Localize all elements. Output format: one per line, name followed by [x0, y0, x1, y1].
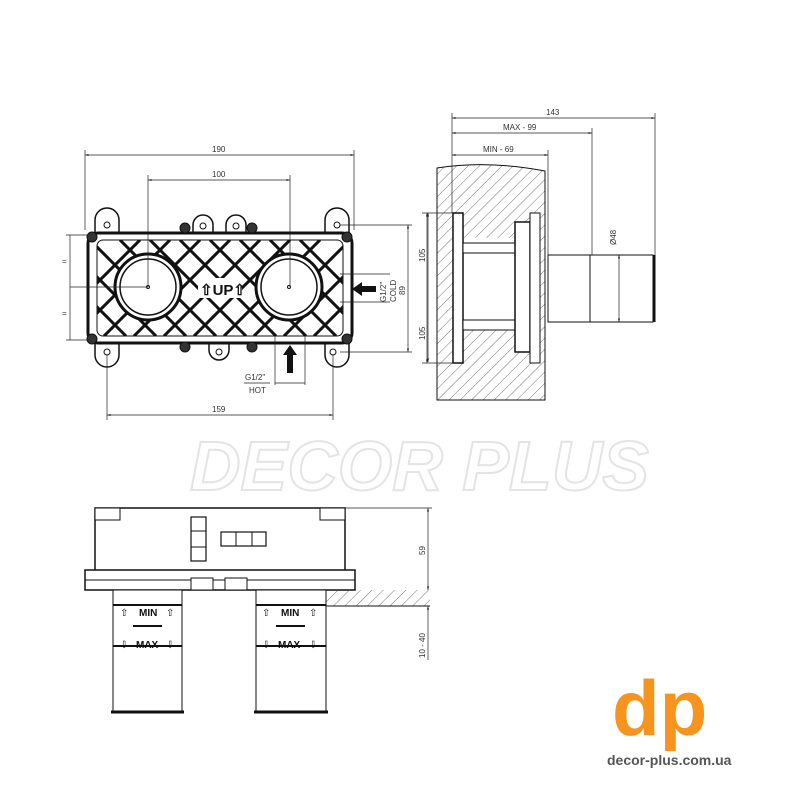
front-view [66, 150, 430, 420]
side-view [422, 113, 656, 401]
logo: dp [612, 664, 707, 752]
hot-thread-label: G1/2" [245, 373, 265, 382]
dim-height-59: 59 [418, 546, 427, 555]
logo-mark: dp [612, 664, 707, 752]
up-label: ⇧UP⇧ [200, 282, 246, 299]
dim-min-69: MIN - 69 [483, 145, 514, 154]
cold-thread-label: G1/2" [379, 282, 388, 302]
min-label-right: MIN [281, 608, 299, 619]
cold-label: COLD [389, 280, 398, 302]
hot-label: HOT [249, 386, 266, 395]
leg-left [111, 589, 184, 714]
max-label-left: MAX [136, 640, 159, 651]
dim-range-10-40: 10 - 40 [418, 633, 427, 658]
dim-diameter-48: Ø48 [609, 229, 618, 245]
dim-equal-top: = [62, 257, 67, 266]
dim-side-height-105: 105 [418, 326, 427, 340]
arrow-up-icon: ⇧ [262, 608, 270, 619]
hot-inlet-arrow [283, 345, 297, 373]
bottom-view [84, 507, 432, 714]
arrow-down-icon: ⇩ [309, 640, 317, 651]
dim-total-143: 143 [546, 108, 560, 117]
watermark: DECOR PLUS [190, 427, 649, 505]
dim-mount-159: 159 [212, 405, 226, 414]
arrow-down-icon: ⇩ [166, 640, 174, 651]
dim-width-190: 190 [212, 145, 226, 154]
arrow-up-icon: ⇧ [309, 608, 317, 619]
arrow-up-icon: ⇧ [166, 608, 174, 619]
min-label-left: MIN [139, 608, 157, 619]
leg-right [254, 589, 328, 714]
dim-height-105: 105 [418, 248, 427, 262]
logo-url: decor-plus.com.ua [607, 752, 732, 768]
arrow-down-icon: ⇩ [120, 640, 128, 651]
cold-inlet-arrow [352, 282, 376, 296]
mounting-ears [94, 207, 350, 368]
dim-max-99: MAX - 99 [503, 123, 537, 132]
arrow-up-icon: ⇧ [120, 608, 128, 619]
arrow-down-icon: ⇩ [262, 640, 270, 651]
screws [86, 222, 353, 353]
max-label-right: MAX [278, 640, 301, 651]
dim-centers-100: 100 [212, 170, 226, 179]
floor-section [325, 590, 430, 606]
dim-equal-bottom: = [62, 309, 67, 318]
dim-height-89: 89 [398, 286, 407, 295]
